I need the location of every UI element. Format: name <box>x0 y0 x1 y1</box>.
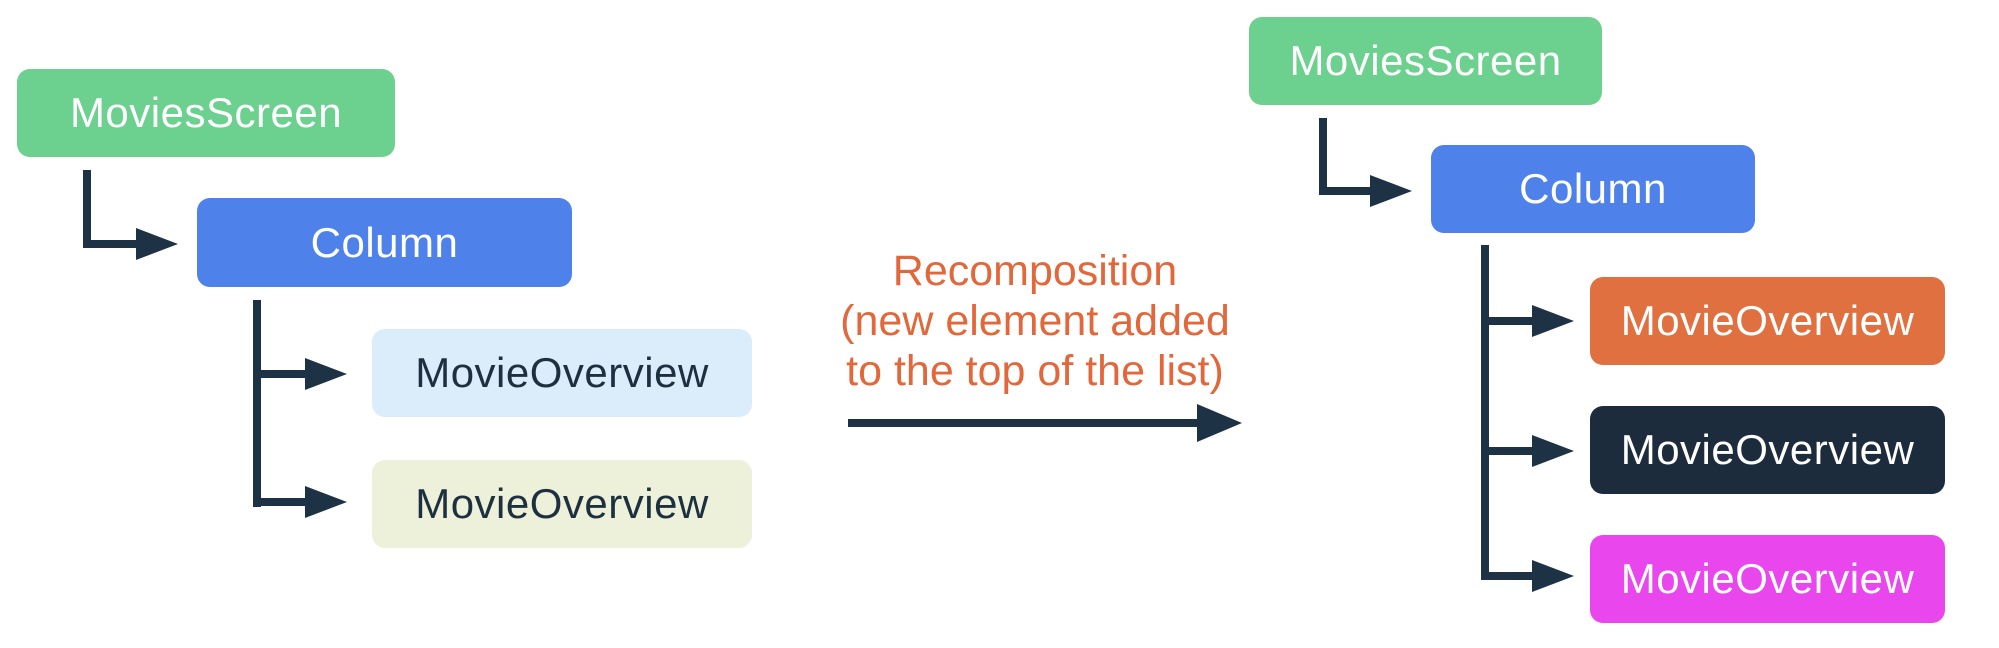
arrowhead-icon <box>305 358 347 390</box>
before-movie-overview-node-2: MovieOverview <box>372 460 752 548</box>
before-movies-screen-node: MoviesScreen <box>17 69 395 157</box>
node-label: Column <box>310 218 459 266</box>
after-movie-overview-node-3: MovieOverview <box>1590 535 1945 623</box>
before-movie-overview-node-1: MovieOverview <box>372 329 752 417</box>
node-label: MovieOverview <box>1620 555 1915 602</box>
node-label: MoviesScreen <box>69 89 343 136</box>
after-branch-1-line <box>1481 317 1534 325</box>
node-label: Column <box>1519 165 1667 212</box>
after-movie-overview-node-1: MovieOverview <box>1590 277 1945 365</box>
node-label: MoviesScreen <box>1289 37 1562 84</box>
arrowhead-icon <box>1532 435 1574 467</box>
before-branch-1-line <box>253 370 307 378</box>
before-root-elbow-vertical-line <box>83 170 91 248</box>
node-label: MovieOverview <box>1620 426 1915 473</box>
before-root-elbow-horizontal-line <box>83 240 138 248</box>
after-root-elbow-vertical-line <box>1319 118 1327 195</box>
after-column-trunk-line <box>1481 245 1489 580</box>
node-label: MovieOverview <box>1620 297 1915 344</box>
transition-arrow-line <box>848 419 1200 427</box>
arrowhead-icon <box>1370 175 1412 207</box>
annotation-line-3: to the top of the list) <box>846 347 1224 395</box>
after-movies-screen-node: MoviesScreen <box>1249 17 1602 105</box>
before-column-trunk-line <box>253 300 261 507</box>
before-branch-2-line <box>253 498 307 506</box>
after-branch-3-line <box>1481 572 1534 580</box>
arrowhead-icon <box>305 486 347 518</box>
recomposition-annotation: Recomposition (new element added to the … <box>810 246 1260 396</box>
after-movie-overview-node-2: MovieOverview <box>1590 406 1945 494</box>
arrowhead-icon <box>136 228 178 260</box>
node-label: MovieOverview <box>415 480 709 527</box>
arrowhead-icon <box>1532 305 1574 337</box>
annotation-line-1: Recomposition <box>892 247 1178 295</box>
transition-arrowhead-icon <box>1197 404 1242 442</box>
after-column-node: Column <box>1431 145 1755 233</box>
before-column-node: Column <box>197 198 572 287</box>
after-branch-2-line <box>1481 447 1534 455</box>
after-root-elbow-horizontal-line <box>1319 187 1372 195</box>
annotation-line-2: (new element added <box>840 297 1230 345</box>
node-label: MovieOverview <box>415 349 709 396</box>
arrowhead-icon <box>1532 560 1574 592</box>
